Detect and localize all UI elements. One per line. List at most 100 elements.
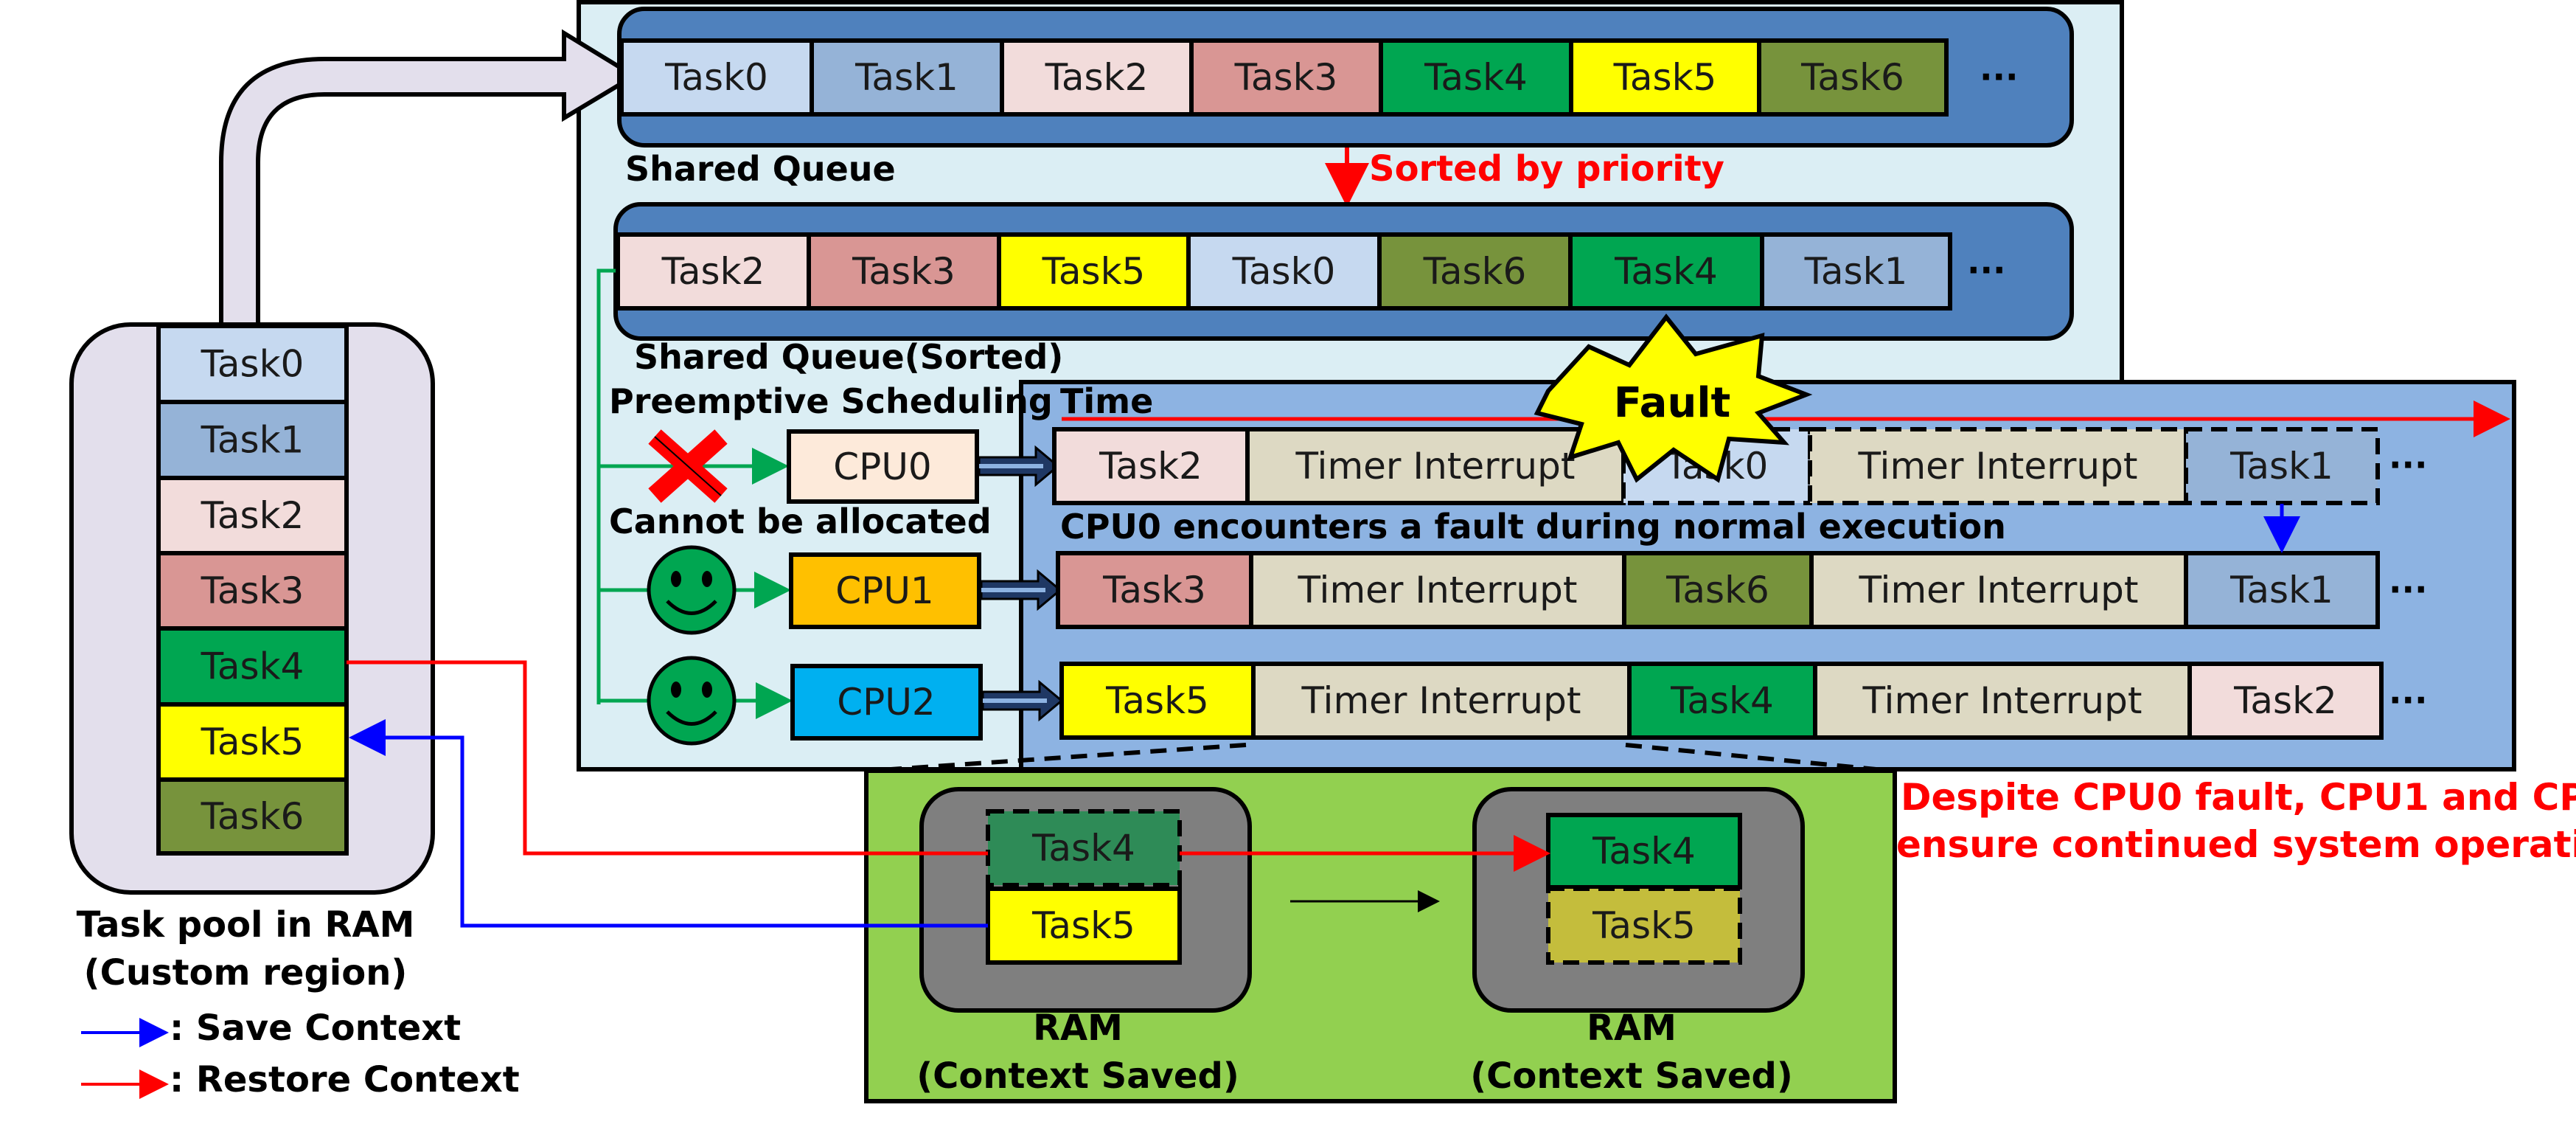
- pool-task-5-label: Task5: [201, 721, 304, 763]
- timeline-row-2-cell-0-box: [1059, 662, 1256, 740]
- timeline-row-2-cell-2-label: Task4: [1670, 679, 1774, 722]
- ram-right-task-1-box: [1546, 887, 1742, 965]
- cpu0-box: [787, 429, 979, 504]
- shared-queue-task-1-box: [810, 38, 1004, 117]
- cpu0-label: CPU0: [833, 445, 931, 488]
- save-context-arrow: [349, 719, 988, 928]
- pool-task-3-box: [156, 551, 349, 631]
- fault-label: Fault: [1614, 379, 1731, 427]
- pool-to-queue-arrow: [219, 29, 638, 327]
- sorted-queue-task-4-box: [1377, 232, 1573, 311]
- pool-task-0-label: Task0: [201, 343, 304, 386]
- timeline-row-2-cell-1-label: Timer Interrupt: [1301, 679, 1581, 722]
- shared-queue-task-1-label: Task1: [854, 56, 958, 99]
- timeline-row-2-cell-2-box: [1627, 662, 1817, 740]
- cpu1-label: CPU1: [835, 569, 933, 612]
- timeline-row-0-cell-4-label: Task1: [2229, 445, 2333, 488]
- timeline-row-0-cell-0-box: [1052, 427, 1250, 505]
- pool-caption-line2: (Custom region): [84, 952, 408, 994]
- cpu1-to-timeline-arrow: [980, 569, 1062, 611]
- timeline-row-1-cell-0-label: Task3: [1102, 569, 1206, 611]
- shared-queue-task-6-box: [1757, 38, 1949, 117]
- shared-queue-task-0-label: Task0: [664, 56, 768, 99]
- ram-right-task-0-box: [1546, 813, 1742, 890]
- preemptive-scheduling-label: Preemptive Scheduling: [609, 381, 1053, 421]
- sorted-queue-task-4-label: Task6: [1423, 250, 1527, 293]
- legend-restore-label: : Restore Context: [170, 1059, 520, 1100]
- shared-queue-task-3-label: Task3: [1234, 56, 1338, 99]
- ram-left-label: RAM: [1033, 1008, 1123, 1049]
- timeline-row-0-cell-1-box: [1245, 427, 1626, 505]
- timeline-row-0-cell-1-label: Timer Interrupt: [1295, 445, 1576, 488]
- pool-task-0-box: [156, 324, 349, 404]
- conclusion-line2: ensure continued system operation.: [1896, 823, 2576, 866]
- cross-icon: [648, 429, 728, 503]
- ram-left-task-0-label: Task4: [1031, 827, 1135, 870]
- pool-task-4-box: [156, 626, 349, 707]
- pool-caption-line1: Task pool in RAM: [77, 904, 415, 946]
- fault-caption: CPU0 encounters a fault during normal ex…: [1060, 507, 2006, 547]
- zoom-line-left: [869, 743, 1247, 773]
- sorted-queue-task-0-label: Task2: [661, 250, 765, 293]
- shared-queue-task-6-label: Task6: [1800, 56, 1904, 99]
- pool-task-3-label: Task3: [201, 569, 304, 612]
- sorted-queue-label: Shared Queue(Sorted): [634, 337, 1063, 377]
- ram-right-label: RAM: [1587, 1008, 1677, 1049]
- shared-queue-task-2-box: [1000, 38, 1194, 117]
- ram-left-caption: (Context Saved): [916, 1055, 1239, 1097]
- sorted-queue-task-3-label: Task0: [1232, 250, 1336, 293]
- smiley-icon: [647, 545, 737, 635]
- sorted-queue-task-1-label: Task3: [852, 250, 955, 293]
- pool-task-1-box: [156, 400, 349, 480]
- pool-task-6-label: Task6: [201, 795, 304, 838]
- ram-left-task-0-box: [986, 809, 1182, 887]
- timeline-row-0-cell-3-label: Timer Interrupt: [1858, 445, 2138, 488]
- shared-queue-task-3-box: [1189, 38, 1383, 117]
- sorted-queue-task-6-box: [1760, 232, 1952, 311]
- timeline-row-2-cell-0-label: Task5: [1105, 679, 1209, 722]
- shared-queue-label: Shared Queue: [625, 149, 896, 189]
- cpu2-box: [790, 664, 983, 741]
- timeline-row-0-cell-4-box: [2184, 427, 2380, 505]
- pool-task-5-box: [156, 702, 349, 782]
- sorted-queue-ellipsis: ···: [1967, 250, 2005, 290]
- ram-right-caption: (Context Saved): [1470, 1055, 1793, 1097]
- timeline-row-2-cell-4-box: [2187, 662, 2384, 740]
- shared-queue-task-2-label: Task2: [1045, 56, 1149, 99]
- timeline-row-1-cell-0-box: [1056, 551, 1253, 629]
- cpu2-label: CPU2: [837, 681, 935, 724]
- shared-queue-task-0-box: [619, 38, 814, 117]
- time-label: Time: [1060, 381, 1153, 421]
- ram-right-task-1-label: Task5: [1592, 904, 1696, 947]
- timeline-row-2-ellipsis: ···: [2389, 680, 2427, 720]
- restore-context-arrow: [347, 660, 988, 856]
- pool-task-1-label: Task1: [201, 419, 304, 462]
- zoom-line-right: [1625, 743, 1892, 773]
- shared-queue-task-5-label: Task5: [1613, 56, 1717, 99]
- timeline-row-2-cell-3-label: Timer Interrupt: [1862, 679, 2142, 722]
- smiley-icon: [647, 656, 737, 746]
- timeline-row-0-ellipsis: ···: [2389, 445, 2427, 485]
- cpu2-to-timeline-arrow: [981, 679, 1064, 722]
- timeline-row-1-cell-4-box: [2184, 551, 2380, 629]
- sorted-queue-task-5-label: Task4: [1614, 250, 1718, 293]
- timeline-row-2-cell-3-box: [1813, 662, 2192, 740]
- shared-queue-ellipsis: ···: [1980, 57, 2018, 97]
- timeline-row-2-cell-1-box: [1251, 662, 1632, 740]
- shared-queue-task-4-label: Task4: [1424, 56, 1528, 99]
- timeline-row-2-cell-4-label: Task2: [2233, 679, 2337, 722]
- timeline-row-1-cell-3-label: Timer Interrupt: [1859, 569, 2139, 611]
- timeline-row-0-cell-3-box: [1808, 427, 2188, 505]
- pool-task-2-label: Task2: [201, 494, 304, 537]
- cpu1-box: [789, 552, 981, 629]
- ram-right-task-0-label: Task4: [1592, 830, 1696, 873]
- pool-task-6-box: [156, 777, 349, 856]
- sorted-queue-task-5-box: [1568, 232, 1764, 311]
- timeline-row-1-ellipsis: ···: [2389, 569, 2427, 609]
- cannot-allocate-label: Cannot be allocated: [609, 502, 992, 541]
- ram-left-task-1-label: Task5: [1031, 904, 1135, 947]
- cpu0-to-timeline-arrow: [978, 445, 1060, 488]
- pool-task-4-label: Task4: [201, 645, 304, 688]
- timeline-row-1-cell-1-label: Timer Interrupt: [1298, 569, 1578, 611]
